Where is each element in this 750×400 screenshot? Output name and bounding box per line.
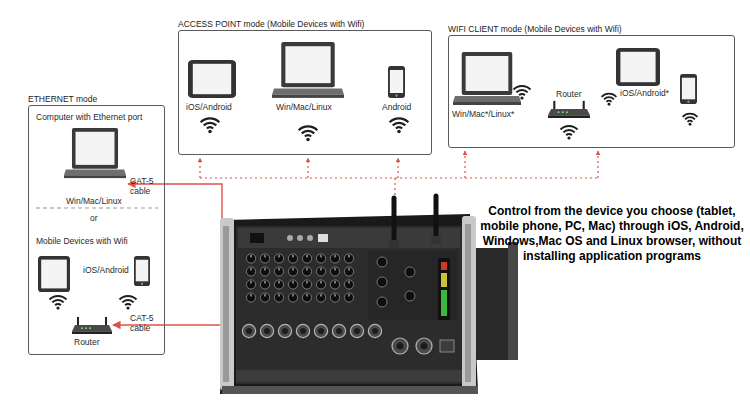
jack (307, 235, 313, 241)
wifi-icon (390, 118, 409, 133)
device-label: or (90, 213, 98, 223)
wifi-icon (602, 94, 617, 106)
feature-note: Control from the device you choose (tabl… (477, 204, 747, 264)
mode-title: ETHERNET mode (28, 94, 97, 104)
mixer-rail-inset (465, 224, 471, 382)
tablet-icon (616, 48, 660, 86)
meter-led (441, 290, 447, 316)
wifi-icon (561, 126, 578, 140)
mixer-back-side (508, 242, 518, 360)
device-label: Win/Mac*/Linux* (452, 109, 514, 119)
jack (297, 235, 303, 241)
device-label: Computer with Ethernet port (36, 112, 142, 122)
device-label: CAT-5 cable (130, 313, 158, 333)
device-label: Win/Mac/Linux (66, 196, 122, 206)
antenna (392, 198, 397, 244)
cat5-cable-line (113, 240, 222, 325)
mixer-top-strip (238, 228, 460, 248)
wireless-link (597, 151, 598, 178)
mode-title: WIFI CLIENT mode (Mobile Devices with Wi… (448, 24, 622, 34)
router-icon (548, 101, 590, 118)
wifi-icon (201, 118, 220, 133)
separator-line (36, 208, 158, 209)
device-label: Android (382, 102, 411, 112)
knob (377, 277, 387, 287)
mode-box: WIFI CLIENT mode (Mobile Devices with Wi… (448, 35, 735, 148)
wireless-link (200, 177, 598, 178)
knob (377, 257, 387, 267)
tablet-icon (188, 60, 236, 98)
wireless-link (199, 158, 200, 178)
level-meter (438, 258, 450, 320)
mixer-side-rail (462, 216, 476, 390)
meter-led (441, 262, 447, 270)
device-label: Router (74, 337, 100, 347)
device-label: Win/Mac/Linux (276, 102, 332, 112)
wifi-icon (50, 296, 67, 310)
meter-led (441, 273, 447, 287)
ethernet-port (250, 233, 264, 243)
knob-grid (244, 252, 356, 304)
usb-port (318, 234, 328, 242)
phone-icon (134, 256, 150, 286)
mode-title: ACCESS POINT mode (Mobile Devices with W… (178, 19, 364, 29)
knob (405, 291, 415, 301)
phone-icon (680, 74, 697, 104)
router-icon (72, 317, 112, 334)
phone-icon (388, 66, 405, 98)
mixer-illustration (220, 196, 518, 394)
jack (287, 235, 293, 241)
xlr-output (392, 338, 408, 354)
xlr-output (416, 338, 432, 354)
antenna-base (431, 236, 441, 244)
mode-box: ACCESS POINT mode (Mobile Devices with W… (178, 30, 432, 155)
mixer-bottom-strip (236, 370, 462, 382)
knob (377, 297, 387, 307)
wifi-icon (514, 86, 531, 100)
mixer-panel (236, 226, 462, 384)
mixer-side-rail (220, 218, 234, 390)
device-label: iOS/Android* (620, 88, 669, 98)
knob (405, 267, 415, 277)
device-label: CAT-5 cable (130, 176, 158, 196)
device-label: Router (556, 89, 582, 99)
mixer-front-edge (222, 386, 478, 394)
tablet-icon (38, 256, 70, 292)
wireless-link (307, 158, 308, 178)
master-section (368, 250, 458, 320)
wifi-icon (120, 296, 137, 310)
xlr-hole (421, 343, 428, 350)
xlr-row (240, 321, 384, 341)
mixer-body (220, 214, 478, 394)
antenna-base (389, 240, 399, 248)
phones-jack (440, 340, 454, 352)
laptop-icon (453, 52, 521, 105)
wireless-link (397, 158, 398, 178)
laptop-icon (64, 128, 126, 178)
device-label: iOS/Android (83, 265, 129, 275)
xlr-hole (397, 343, 404, 350)
device-label: iOS/Android (186, 102, 232, 112)
laptop-icon (272, 42, 344, 98)
wifi-icon (683, 114, 698, 126)
mixer-rail-inset (223, 226, 229, 382)
wifi-icon (299, 126, 318, 141)
antenna (434, 196, 439, 240)
wireless-link (464, 151, 465, 178)
device-label: Mobile Devices with Wifi (36, 236, 128, 246)
